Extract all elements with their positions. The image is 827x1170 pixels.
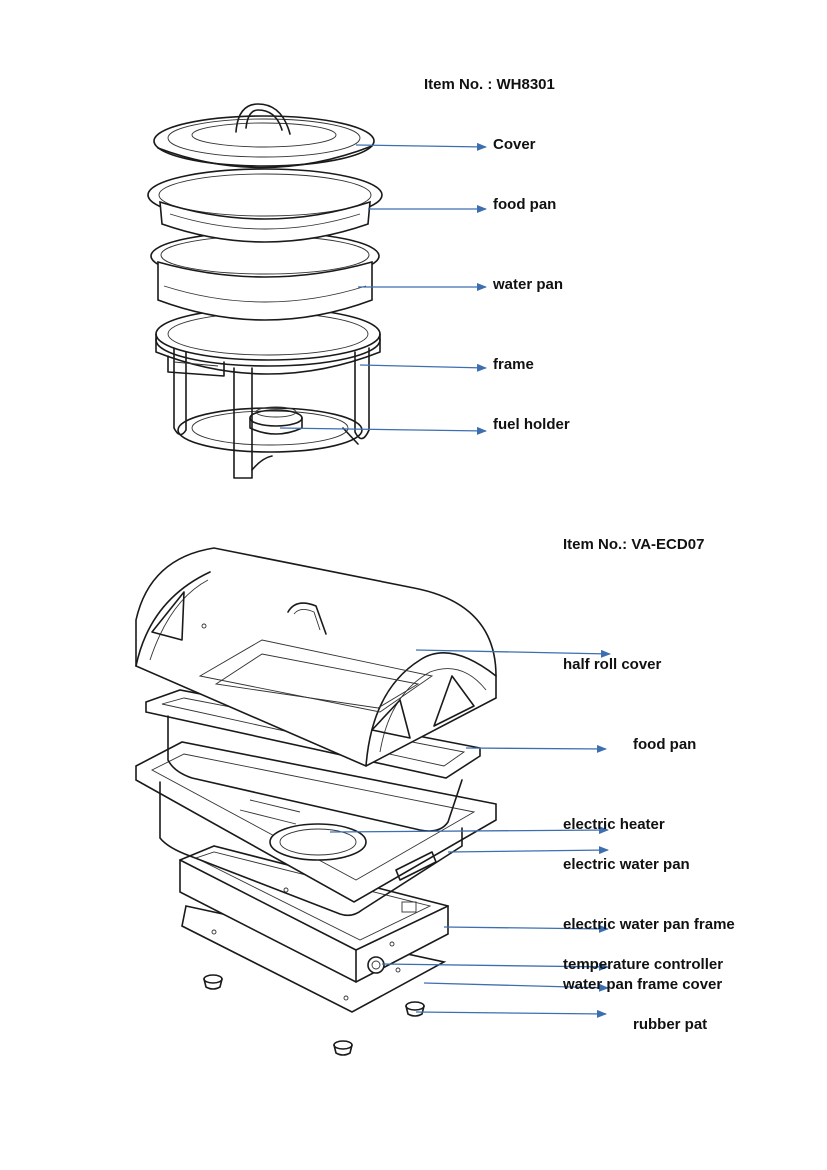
label-water-pan: water pan	[493, 276, 564, 293]
label-electric-water-pan: electric water pan	[563, 856, 690, 873]
half-roll-cover-part	[135, 547, 497, 767]
electric-water-pan-frame-part	[179, 845, 449, 983]
rubber-pat-part	[203, 974, 425, 1056]
label-electric-heater: electric heater	[563, 816, 665, 833]
label-food-pan-2: food pan	[633, 736, 697, 753]
temperature-controller-part	[367, 956, 385, 974]
item-number-label-2: Item No.: VA-ECD07	[563, 536, 705, 553]
electric-heater-part	[269, 823, 367, 861]
cover-part	[153, 103, 375, 169]
label-electric-water-pan-frame: electric water pan frame	[563, 916, 735, 933]
label-food-pan: food pan	[493, 196, 557, 213]
label-half-roll-cover: half roll cover	[563, 656, 662, 673]
round-chafer-drawing	[147, 103, 383, 479]
food-pan-part	[147, 168, 383, 243]
label-temperature-controller: temperature controller	[563, 956, 724, 973]
label-rubber-pat: rubber pat	[633, 1016, 708, 1033]
item-number-label-1: Item No. : WH8301	[424, 76, 555, 93]
electric-chafer-drawing	[135, 547, 497, 1056]
label-frame: frame	[493, 356, 534, 373]
electric-water-pan-part	[135, 741, 497, 917]
callout-arrows	[279, 142, 611, 1018]
frame-part	[155, 307, 381, 479]
label-water-pan-frame-cover: water pan frame cover	[563, 976, 723, 993]
label-cover: Cover	[493, 136, 536, 153]
label-fuel-holder: fuel holder	[493, 416, 570, 433]
water-pan-part	[150, 231, 380, 321]
